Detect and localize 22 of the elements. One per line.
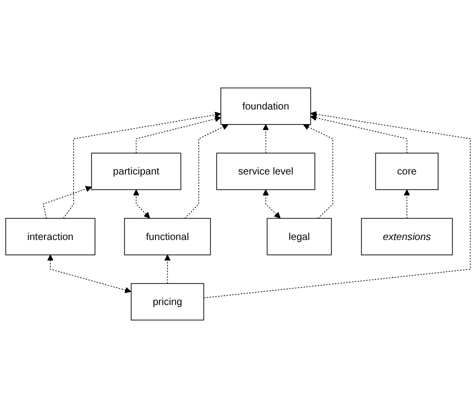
arrow [184,124,228,219]
arrow [262,189,281,218]
node-box: pricing [130,283,204,320]
node-box: service level [216,152,316,190]
arrow [303,124,334,219]
node-box: extensions [361,218,453,256]
node-box: foundation [220,88,312,125]
arrow [136,116,222,154]
arrow [63,112,222,219]
arrow [262,124,269,154]
arrow [404,189,410,219]
node-box: participant [91,152,182,190]
arrow [310,114,408,154]
arrow [42,186,92,219]
arrow [164,254,171,284]
node-box: interaction [5,218,96,256]
node-box: core [375,152,438,190]
arrow [203,111,471,298]
arrow [133,189,150,218]
node-box: legal [266,218,332,256]
node-box: functional [124,218,211,256]
arrow [47,254,132,294]
